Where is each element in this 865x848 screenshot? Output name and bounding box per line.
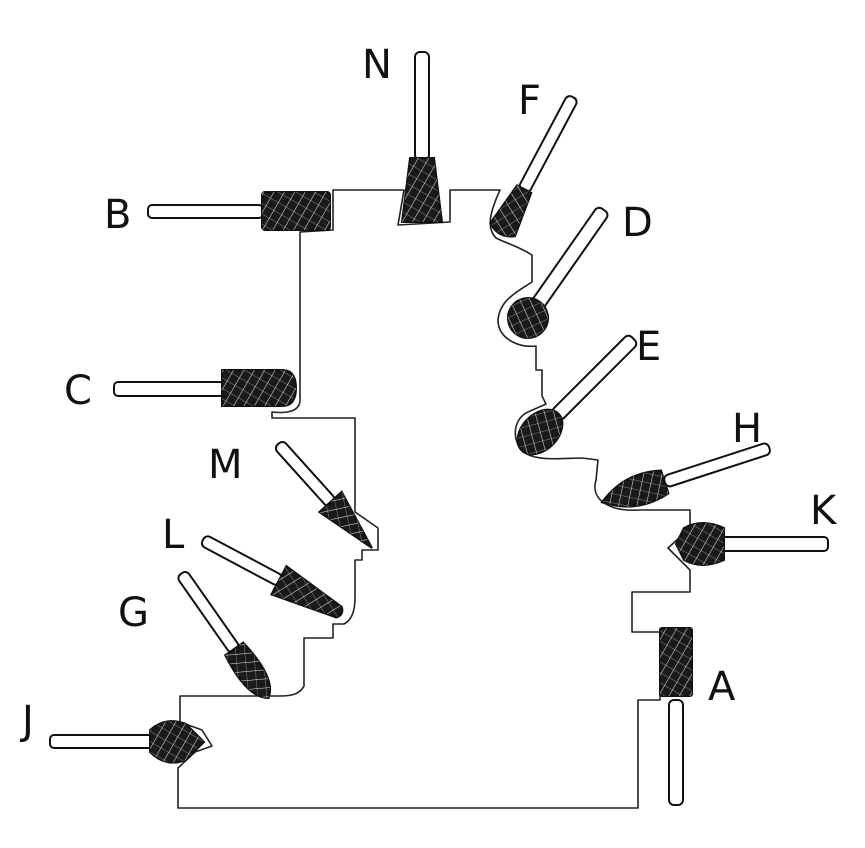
burr-M-shank xyxy=(274,441,336,507)
burr-B xyxy=(147,191,331,231)
label-E: E xyxy=(636,324,661,370)
label-C: C xyxy=(64,368,92,414)
burr-B-head-pattern xyxy=(262,192,330,230)
burr-K-shank xyxy=(717,536,829,552)
label-D: D xyxy=(622,200,653,246)
label-A: A xyxy=(708,664,736,710)
burr-N-head-pattern xyxy=(402,158,442,222)
burr-J-shank xyxy=(49,734,155,749)
label-J: J xyxy=(19,698,34,744)
burr-E-head-pattern xyxy=(517,409,563,455)
burr-F-head-pattern xyxy=(490,185,532,237)
burr-H xyxy=(600,442,771,508)
burr-E xyxy=(516,334,638,456)
burr-E-shank xyxy=(551,334,638,421)
burr-A xyxy=(659,627,693,806)
burr-J xyxy=(49,720,206,764)
burr-L xyxy=(200,535,344,619)
label-H: H xyxy=(732,406,762,452)
burr-L-shank xyxy=(200,535,283,586)
burr-C-shank xyxy=(113,381,225,397)
burr-G xyxy=(177,571,272,700)
burr-C-head-pattern xyxy=(222,370,296,406)
label-L: L xyxy=(162,512,185,558)
label-K: K xyxy=(810,488,838,534)
label-B: B xyxy=(104,192,131,238)
burr-M xyxy=(274,441,373,549)
workpiece-outline xyxy=(177,189,691,809)
burr-C xyxy=(113,369,298,407)
burr-M-head-pattern xyxy=(319,491,372,548)
burr-D-shank xyxy=(531,206,609,310)
label-M: M xyxy=(208,442,243,488)
burr-A-head-pattern xyxy=(660,628,692,696)
burr-A-shank xyxy=(668,699,684,806)
burr-N-shank xyxy=(414,51,430,161)
label-N: N xyxy=(362,42,392,88)
burr-K xyxy=(674,522,829,566)
burr-G-shank xyxy=(177,571,240,653)
burr-J-head-pattern xyxy=(150,721,204,763)
label-G: G xyxy=(118,590,149,636)
burr-B-shank xyxy=(147,204,264,219)
burr-H-head-pattern xyxy=(601,470,669,507)
burr-L-head-pattern xyxy=(271,566,343,618)
burr-N xyxy=(400,51,444,223)
burr-D xyxy=(507,206,609,339)
burr-D-head-pattern xyxy=(508,298,548,338)
label-F: F xyxy=(518,78,541,124)
burr-F xyxy=(489,95,578,238)
burr-G-head-pattern xyxy=(225,642,271,699)
burr-K-head-pattern xyxy=(676,523,724,565)
